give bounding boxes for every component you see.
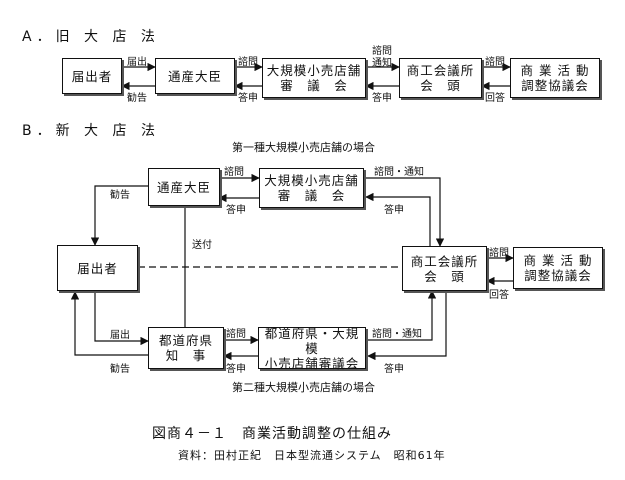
b-arrow-report-bottom2 (367, 291, 447, 361)
b-label-consult-right: 諮問 (489, 248, 509, 259)
a-box-miti: 通産大臣 (155, 58, 235, 94)
a-label-response: 回答 (485, 93, 505, 104)
a-box-council: 大規模小売店舗 審 議 会 (262, 58, 366, 98)
b-label-report-top2: 答申 (384, 205, 404, 216)
b-arrow-recommend-bottom (70, 291, 148, 356)
a-label-consult2: 諮問 (485, 57, 505, 68)
section-b-subtitle-bottom: 第二種大規模小売店舗の場合 (232, 381, 375, 394)
a-label-report2: 答申 (372, 93, 392, 104)
b-box-coord: 商 業 活 動 調整協議会 (513, 247, 603, 289)
b-label-report-bottom1: 答申 (226, 364, 246, 375)
section-b-title: B．新 大 店 法 (22, 123, 160, 139)
b-label-recommend-bottom: 勧告 (110, 364, 130, 375)
b-label-notify-bottom: 届出 (110, 330, 130, 341)
a-label-consult-notify-1: 諮問 (372, 46, 392, 57)
b-arrow-report-top2 (365, 192, 431, 246)
b-box-chamber: 商工会議所 会 頭 (402, 246, 487, 291)
figure-caption: 図商４－１ 商業活動調整の仕組み (152, 426, 392, 442)
b-label-consult-notify-bottom: 諮問・通知 (372, 329, 422, 340)
b-label-recommend-top: 勧告 (110, 190, 130, 201)
b-label-consult-top: 諮問 (224, 167, 244, 178)
a-label-report1: 答申 (238, 93, 258, 104)
a-label-consult1: 諮問 (238, 57, 258, 68)
b-box-council: 大規模小売店舗 審 議 会 (259, 168, 364, 208)
b-label-consult-notify-top: 諮問・通知 (374, 167, 424, 178)
b-box-pcouncil: 都道府県・大規模 小売店舗審議会 (258, 326, 366, 371)
b-label-report-bottom2: 答申 (384, 364, 404, 375)
b-label-consult-bottom: 諮問 (226, 329, 246, 340)
figure-source: 資料：田村正紀 日本型流通システム 昭和61年 (178, 449, 446, 462)
b-box-gov: 都道府県 知 事 (148, 327, 224, 369)
b-box-miti: 通産大臣 (148, 168, 220, 206)
a-box-coord: 商 業 活 動 調整協議会 (510, 58, 600, 98)
b-arrow-notify-bottom (94, 292, 149, 346)
a-box-chamber: 商工会議所 会 頭 (399, 58, 482, 98)
a-box-applicant: 届出者 (62, 58, 122, 94)
a-label-notify: 届出 (127, 57, 147, 68)
a-label-consult-notify-2: 通知 (372, 58, 392, 69)
section-b-subtitle-top: 第一種大規模小売店舗の場合 (232, 141, 375, 154)
a-label-recommend: 勧告 (127, 93, 147, 104)
b-arrow-recommend-top (90, 185, 148, 246)
b-box-applicant: 届出者 (57, 245, 138, 291)
section-a-title: A．旧 大 店 法 (22, 29, 160, 45)
b-label-response: 回答 (489, 290, 509, 301)
b-label-report-top1: 答申 (226, 205, 246, 216)
b-arrow-consult-notify-top (364, 177, 445, 247)
b-label-forward: 送付 (192, 240, 212, 251)
b-arrow-consult-notify-bottom (366, 290, 437, 341)
